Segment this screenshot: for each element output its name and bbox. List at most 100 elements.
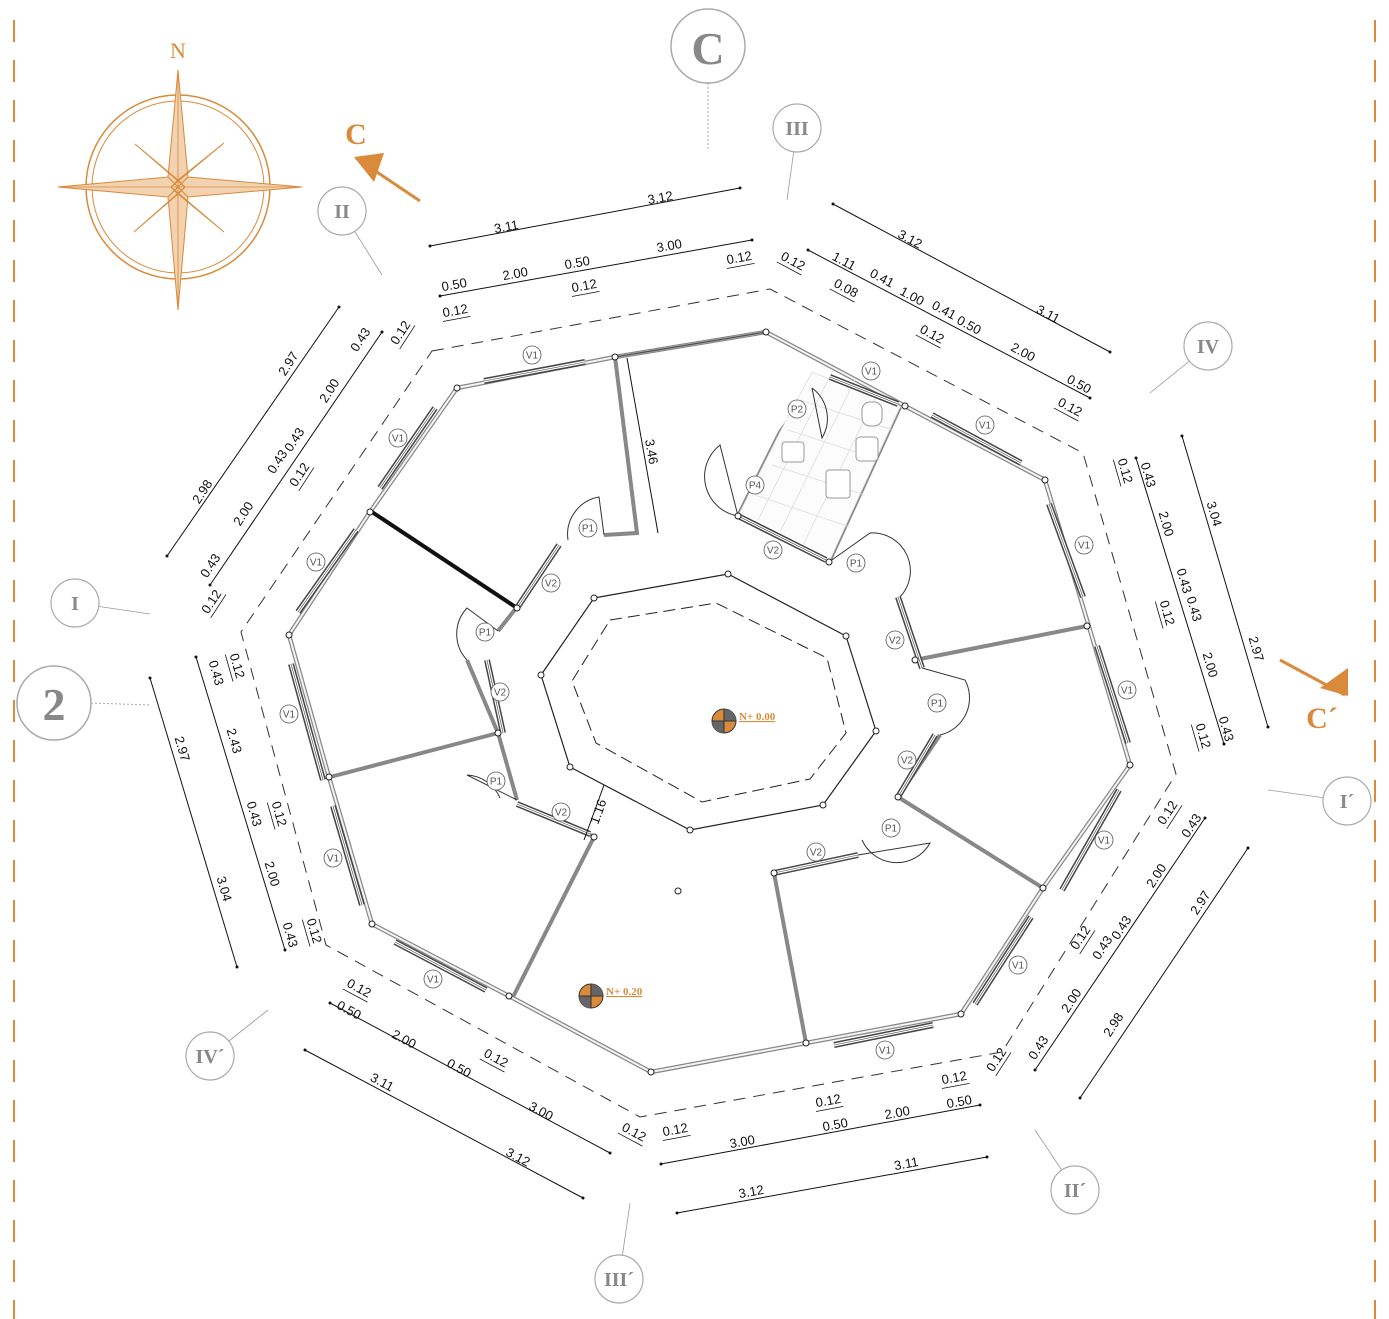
window-tag: V1 <box>526 351 539 362</box>
dimension-label: 2.43 <box>224 727 245 755</box>
dimension-label: 0.12 <box>286 460 312 489</box>
dimension-label: 0.50 <box>954 312 983 337</box>
window: V1 <box>828 361 900 407</box>
patio-edge <box>540 573 877 831</box>
exterior-wall-thin <box>614 331 767 358</box>
dimension-label: 0.43 <box>281 425 307 454</box>
dimension-line <box>1079 847 1249 1099</box>
window-tag: V1 <box>427 975 440 986</box>
bathroom-fixtures <box>781 401 883 499</box>
window: V1 <box>1046 502 1094 599</box>
dim-line-ring <box>583 784 605 841</box>
dimension-label: 2.97 <box>1246 635 1267 663</box>
dimension-label: 0.12 <box>983 1045 1009 1074</box>
door-tag: P1 <box>479 628 492 639</box>
grid-bubble-roman: III <box>772 103 822 201</box>
dimension-label: 3.12 <box>646 188 674 207</box>
dimension-label: 3.11 <box>1034 302 1063 327</box>
grid-bubble-label: III <box>785 118 809 140</box>
dimension-label: 2.00 <box>883 1103 911 1122</box>
section-mark-start <box>354 153 421 203</box>
grid-bubble-roman: IV <box>1149 321 1233 394</box>
dimension-label: 0.12 <box>1055 394 1084 419</box>
dimension-labels: 3.11 3.12 0.50 2.00 0.50 3.00 0.12 0.12 0.12 3.12… <box>172 188 1267 1201</box>
grid-bubble-roman: II´ <box>1034 1129 1100 1215</box>
door-tag: P1 <box>582 524 595 535</box>
window: V1 <box>295 528 359 614</box>
dimension-label: 3.12 <box>737 1182 765 1201</box>
dimension-label: 3.12 <box>503 1144 532 1169</box>
patio-inner-outline <box>571 602 847 803</box>
dimension-label: 0.50 <box>444 1055 473 1080</box>
window-tag: V2 <box>494 688 507 699</box>
dimension-label: 0.12 <box>725 248 753 267</box>
dimension-label: 3.00 <box>655 236 683 255</box>
dimension-label: 0.12 <box>570 276 598 295</box>
level-marker-outer <box>578 983 604 1009</box>
dimension-label: 2.00 <box>1058 986 1084 1015</box>
dimension-label: 0.43 <box>280 921 301 949</box>
dimension-line <box>195 656 286 951</box>
window: V1 <box>483 345 586 384</box>
dimension-line <box>439 239 753 297</box>
dimension-label: 2.00 <box>1156 510 1177 538</box>
dimension-label: 0.12 <box>1157 599 1178 627</box>
dimension-label: 0.43 <box>1184 595 1205 623</box>
window: V2 <box>885 596 925 669</box>
dimension-label: 0.12 <box>304 917 325 945</box>
dimension-label: 0.43 <box>244 800 265 828</box>
dimension-line <box>429 187 741 247</box>
window: V1 <box>1094 645 1137 744</box>
dimension-label: 0.12 <box>269 800 290 828</box>
dimension-label: 0.12 <box>441 301 469 320</box>
window-tag: V2 <box>810 848 823 859</box>
window-tag: V1 <box>1098 836 1111 847</box>
door-tag: P2 <box>791 405 804 416</box>
grid-bubble-C: C <box>670 8 746 150</box>
dimension-label: 2.00 <box>501 264 529 283</box>
dimension-line <box>1135 457 1225 745</box>
grid-bubble-label: I´ <box>1340 791 1354 813</box>
door-tag: P1 <box>490 777 503 788</box>
dimension-label: 0.12 <box>387 318 413 347</box>
dimension-line <box>149 677 238 968</box>
window: V1 <box>972 915 1034 1006</box>
dimension-label: 2.97 <box>1187 888 1213 917</box>
door-tag: P4 <box>749 481 762 492</box>
dimension-label: 2.00 <box>1200 651 1221 679</box>
grid-bubble-label: II´ <box>1064 1180 1086 1202</box>
section-mark-end <box>1279 658 1348 697</box>
door-tag: P1 <box>931 699 944 710</box>
dimension-label: 0.43 <box>1025 1033 1051 1062</box>
dimension-label: 3.00 <box>526 1098 555 1123</box>
grid-bubble-roman: IV´ <box>185 1009 269 1081</box>
window-tag: V1 <box>1121 686 1134 697</box>
window: V2 <box>773 842 859 876</box>
dimension-label: 3.04 <box>214 875 235 903</box>
dimension-label: 0.50 <box>821 1115 849 1134</box>
dimension-label: 0.43 <box>206 659 227 687</box>
dimension-label: 1.11 <box>830 249 859 274</box>
dimension-label: 0.12 <box>917 321 946 346</box>
dimension-label: 0.43 <box>197 551 223 580</box>
grid-bubble-roman: II <box>317 186 383 276</box>
grid-bubble-2: 2 <box>16 665 151 741</box>
dimension-label: 0.43 <box>1174 567 1195 595</box>
level-label-outer: N+ 0.20 <box>606 986 643 998</box>
dimension-line <box>304 1049 584 1199</box>
dim-corridor-depth: 3.46 <box>642 438 661 466</box>
dimension-line <box>209 331 383 586</box>
window-tag: V2 <box>889 636 902 647</box>
grid-bubble-label: II <box>334 201 350 223</box>
window-tag: V1 <box>979 421 992 432</box>
dimension-label: 3.00 <box>728 1132 756 1151</box>
compass-north-label: N <box>170 38 186 63</box>
window-tag: V1 <box>283 710 296 721</box>
door: P2 <box>787 387 828 440</box>
dimension-label: 2.97 <box>275 349 301 378</box>
interior-partition-bold <box>370 510 519 610</box>
dimension-label: 2.00 <box>262 860 283 888</box>
window: V1 <box>1059 788 1122 892</box>
dimension-line <box>1181 435 1269 728</box>
